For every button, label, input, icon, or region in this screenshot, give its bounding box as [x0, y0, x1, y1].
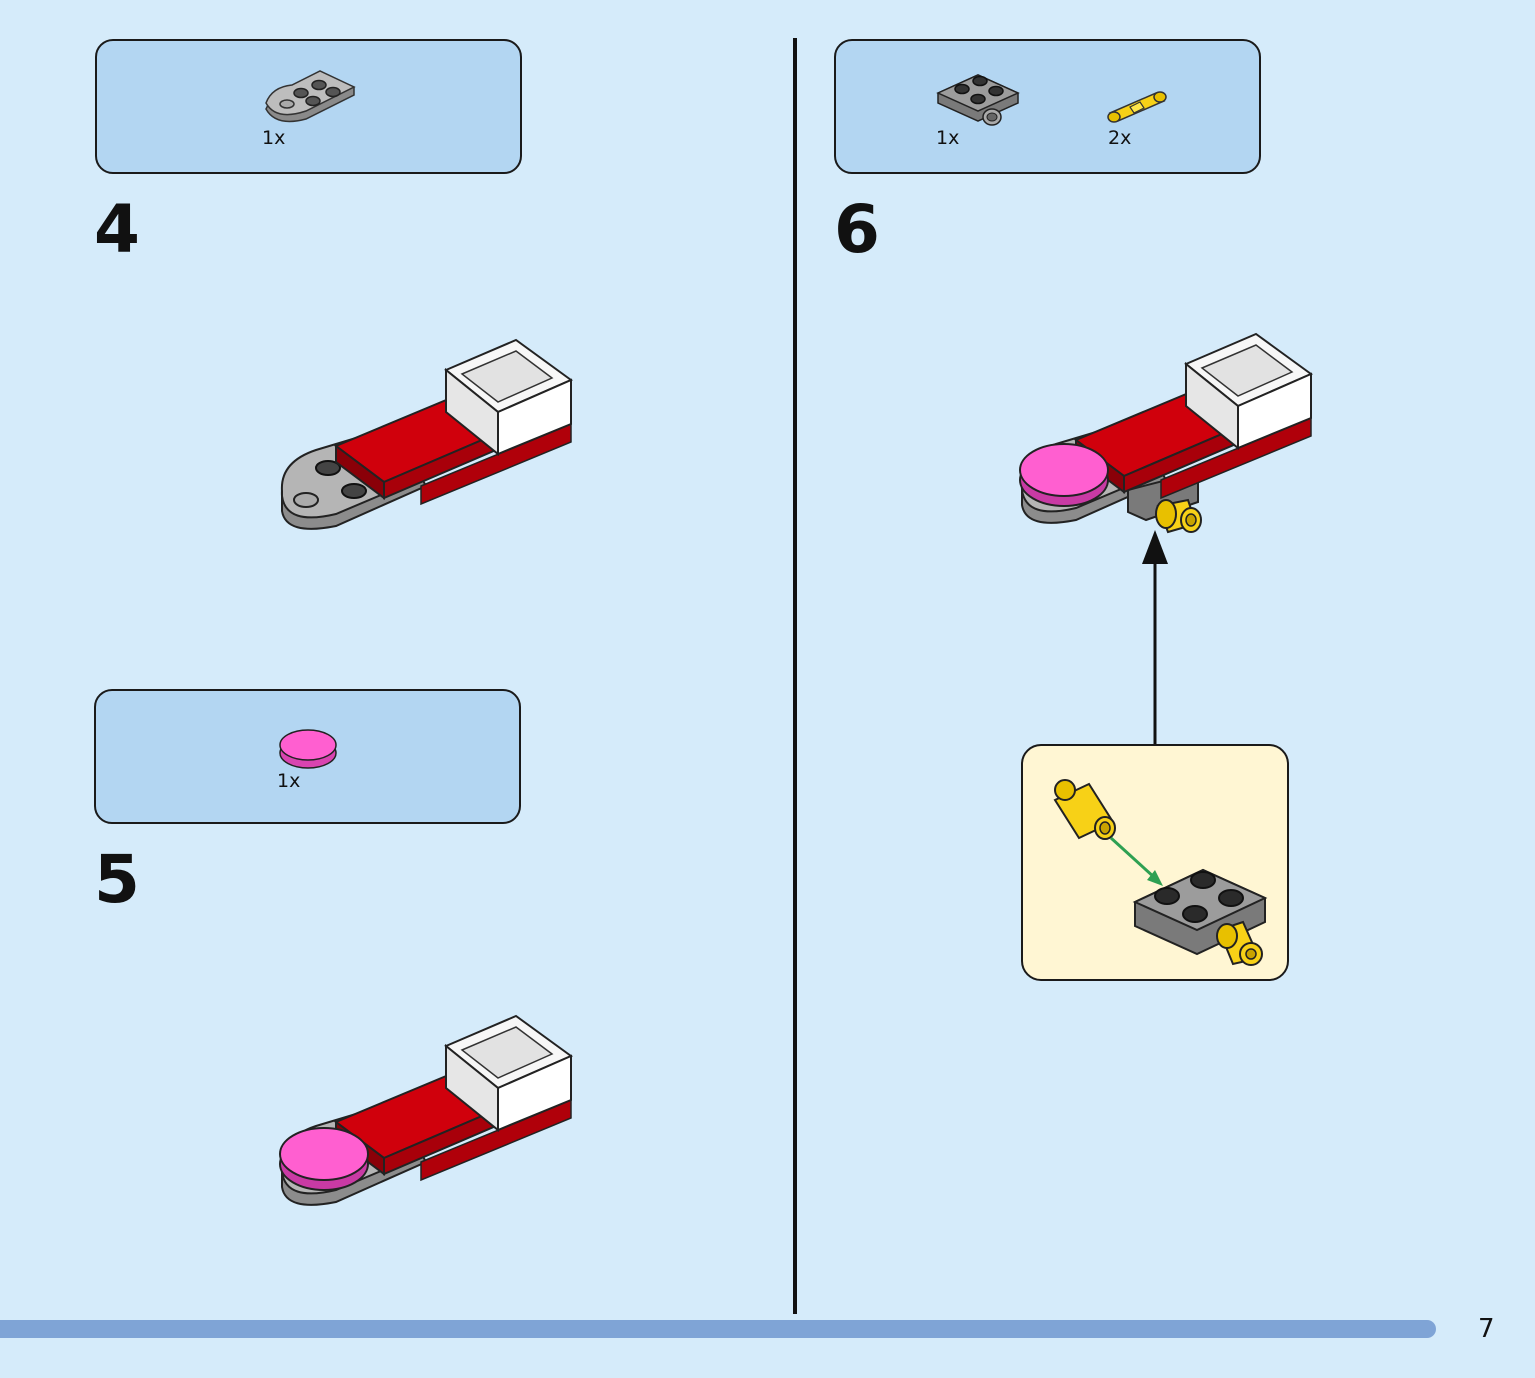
- step-number-6: 6: [834, 191, 880, 268]
- column-divider: [793, 38, 797, 1314]
- step-6-parts-box: 1x 2x: [834, 39, 1261, 174]
- step-4-parts-box: 1x: [95, 39, 522, 174]
- step-4-assembly: [280, 338, 573, 530]
- pink-round-tile-icon: [279, 729, 337, 769]
- sub-assembly-pin-plate: [1053, 779, 1268, 966]
- part-quantity: 2x: [1108, 127, 1132, 149]
- step-number-4: 4: [94, 191, 140, 268]
- step-number-5: 5: [94, 841, 140, 918]
- assembly-arrow: [1142, 530, 1168, 746]
- yellow-pin-icon: [1107, 91, 1167, 123]
- page-number: 7: [1478, 1314, 1495, 1344]
- step-5-parts-box: 1x: [94, 689, 521, 824]
- step-5-assembly: [279, 1014, 573, 1206]
- part-quantity: 1x: [262, 127, 286, 149]
- step-6-assembly: [1019, 332, 1313, 534]
- sub-assembly-callout: [1021, 744, 1289, 981]
- part-quantity: 1x: [277, 770, 301, 792]
- dark-gray-pin-plate-icon: [936, 74, 1020, 126]
- part-quantity: 1x: [936, 127, 960, 149]
- gray-round-plate-icon: [265, 70, 356, 123]
- progress-bar: [0, 1320, 1436, 1338]
